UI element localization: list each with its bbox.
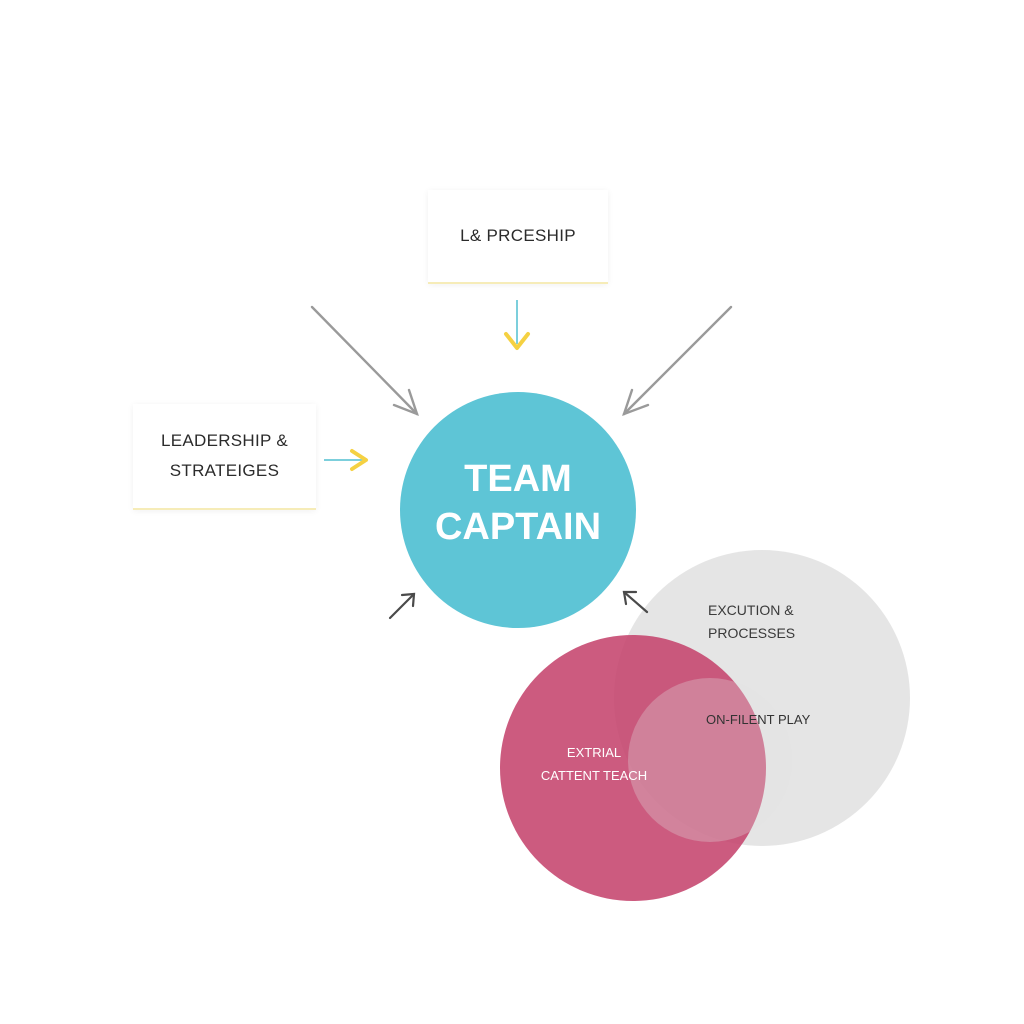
leadership-top-box: L& PRCESHIP [428, 190, 608, 284]
arrow-bottom-left [388, 592, 416, 620]
team-captain-label: TEAM CAPTAIN [400, 455, 636, 551]
venn-overlap-highlight [628, 678, 792, 842]
extrial-line-2: CATTENT TEACH [540, 768, 648, 783]
extrial-label: EXTRIAL CATTENT TEACH [540, 741, 648, 787]
team-captain-circle [400, 392, 636, 628]
arrow-bottom-right [622, 590, 649, 614]
execution-line-2: PROCESSES [708, 625, 796, 641]
arrow-top-left [310, 305, 419, 417]
extrial-circle [500, 635, 766, 901]
left-box-line-2: STRATEIGES [169, 461, 280, 480]
on-field-label: ON-FILENT PLAY [706, 712, 811, 727]
team-captain-line-2: CAPTAIN [434, 506, 602, 548]
execution-line-1: EXCUTION & [708, 602, 794, 618]
left-box-line-1: LEADERSHIP & [160, 431, 289, 450]
arrow-left-right [324, 449, 368, 471]
arrow-top-right [622, 305, 733, 417]
team-captain-line-1: TEAM [464, 458, 572, 500]
execution-label: EXCUTION & PROCESSES [708, 599, 795, 645]
extrial-line-1: EXTRIAL [566, 745, 622, 760]
leadership-strategies-box: LEADERSHIP & STRATEIGES [133, 404, 316, 510]
arrow-top-down [504, 300, 530, 350]
top-box-label: L& PRCESHIP [460, 226, 576, 245]
